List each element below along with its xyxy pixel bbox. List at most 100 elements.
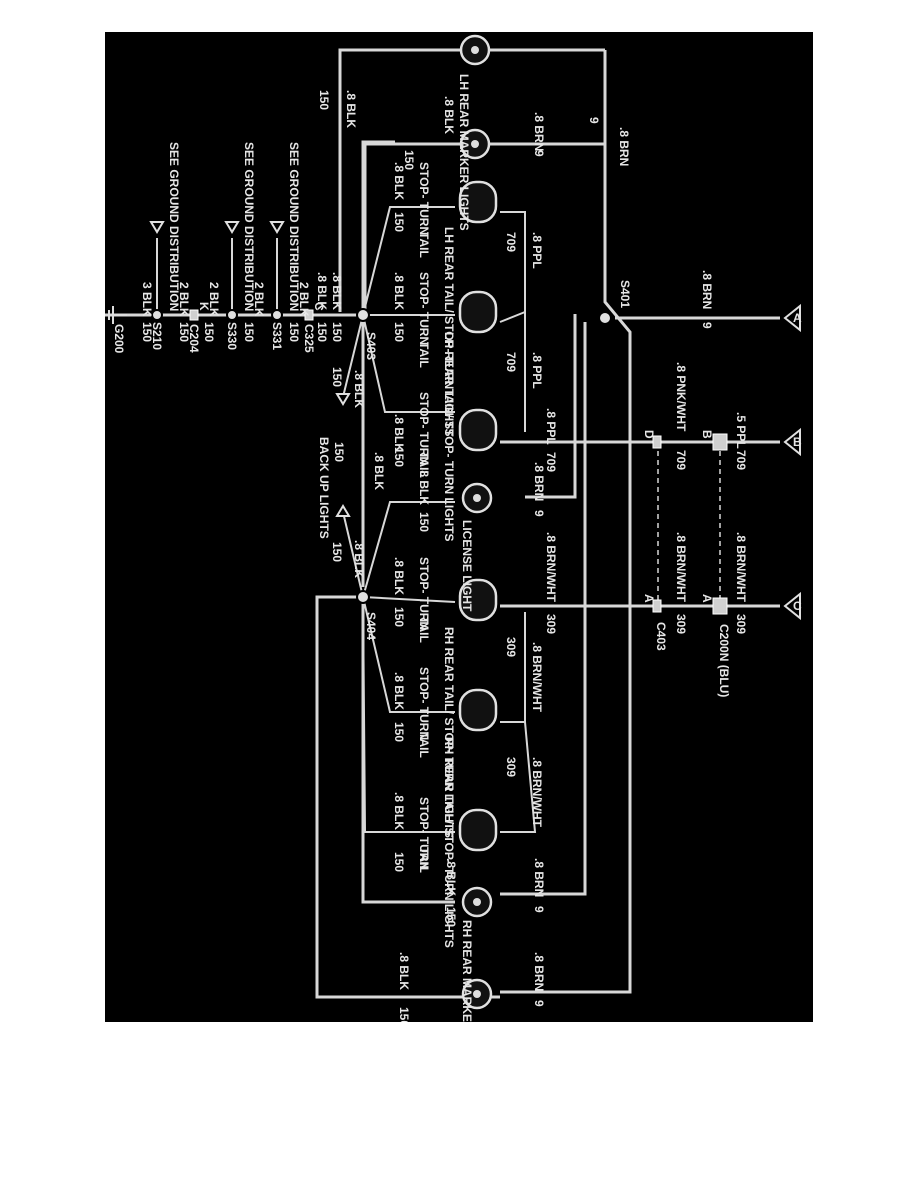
wire-brn-rh-marker xyxy=(500,322,587,896)
label-709-lh1: 709 xyxy=(504,232,518,252)
ground-dist-arrow-3 xyxy=(149,221,165,234)
label-blk-lh-t1: .8 BLK xyxy=(392,162,406,200)
svg-text:C: C xyxy=(793,599,802,613)
label-blk-lh-t3: .8 BLK xyxy=(392,414,406,452)
label-blk-rh-t3: .8 BLK xyxy=(392,792,406,830)
label-pin-k: K xyxy=(197,302,211,311)
backup-arrow-2 xyxy=(335,504,351,517)
label-brnwht-rh1: .8 BRN/WHT xyxy=(530,642,544,713)
wire-blk-license xyxy=(362,501,455,598)
label-license: LICENSE LIGHT xyxy=(460,520,474,612)
feed-c-triangle: C xyxy=(783,591,802,621)
label-s331: S331 xyxy=(270,322,284,350)
wire-blk-rh-tail-1 xyxy=(362,596,455,713)
label-150-c204: 150 xyxy=(202,322,216,342)
label-150-lh-t1: 150 xyxy=(392,212,406,232)
label-blk-top: .8 BLK xyxy=(344,90,358,128)
wire-blk-rh-marker xyxy=(361,597,455,904)
wire-309-rh1 xyxy=(500,612,526,723)
lamp-rh-tail-1 xyxy=(458,578,498,622)
label-stop-turn-1: STOP- TURN xyxy=(417,162,431,235)
label-brnwht-mid: .8 BRN/WHT xyxy=(544,532,558,603)
lamp-rh-tail-3 xyxy=(458,808,498,852)
wire-309-rh2 xyxy=(500,721,537,833)
label-rh-tail-2: RH REAR TAIL/ STOP- TURN LIGHTS xyxy=(442,737,456,948)
lamp-rh-tail-2 xyxy=(458,688,498,732)
label-309-rh2: 309 xyxy=(504,757,518,777)
label-ppl-5: .5 PPL xyxy=(734,412,748,449)
label-150-rh-t1: 150 xyxy=(392,607,406,627)
label-2blk-s210: 2 BLK xyxy=(177,282,191,317)
label-stop-turn-6: STOP- TURN xyxy=(417,797,431,870)
wire-blk-backup xyxy=(342,314,364,398)
label-2blk-c204: 2 BLK xyxy=(207,282,221,317)
label-lh-tail-2: LH REAR TAIL/ STOP- TURN LIGHTS xyxy=(442,332,456,542)
wire-brn-9-lh xyxy=(363,142,605,317)
label-150-top: 150 xyxy=(317,90,331,110)
connector-c325 xyxy=(304,309,314,321)
label-blk-lh: .8 BLK xyxy=(442,96,456,134)
label-brn-rh: .8 BRN xyxy=(532,858,546,897)
wire-brn-license xyxy=(525,314,577,499)
ground-dist-arrow-1 xyxy=(269,221,285,234)
label-150-backup-2: 150 xyxy=(332,442,346,462)
label-blk-lh-t2: .8 BLK xyxy=(392,272,406,310)
label-9-top: 9 xyxy=(587,117,601,124)
label-150-rh-t3: 150 xyxy=(392,852,406,872)
label-9-s401: 9 xyxy=(700,322,714,329)
label-tail-3: TAIL xyxy=(417,452,431,478)
svg-text:B: B xyxy=(793,435,802,449)
label-blk-rh-t1: .8 BLK xyxy=(392,557,406,595)
label-brnwht-c403: .8 BRN/WHT xyxy=(674,532,688,603)
wire-brn-outer-right xyxy=(500,50,632,994)
label-9-rh2: 9 xyxy=(532,1000,546,1007)
label-709-lh3: 709 xyxy=(544,452,558,472)
lamp-license xyxy=(461,482,493,514)
label-tail-5: TAIL xyxy=(417,732,431,758)
lamp-lh-tail-1 xyxy=(458,180,498,224)
label-2blk-s331: 2 BLK xyxy=(297,282,311,317)
lamp-lh-tail-2 xyxy=(458,290,498,334)
label-ground-ref-2: SEE GROUND DISTRIBUTION xyxy=(242,142,256,311)
label-2blk-s330: 2 BLK xyxy=(252,282,266,317)
splice-s404-dot xyxy=(356,590,370,604)
backup-arrow-1 xyxy=(335,393,351,406)
label-150-backup-3: 150 xyxy=(330,542,344,562)
label-pin-c: C xyxy=(312,302,326,311)
wire-blk-rh-tail-3 xyxy=(362,596,456,603)
ground-g200-symbol xyxy=(108,306,127,324)
label-9-rh: 9 xyxy=(532,906,546,913)
label-blk-license: .8 BLK xyxy=(417,467,431,505)
label-brn-lh: .8 BRN xyxy=(532,112,546,151)
label-ppl-lh1: .8 PPL xyxy=(530,232,544,269)
label-c325: C325 xyxy=(302,324,316,353)
lamp-rh-marker-2 xyxy=(461,978,493,1010)
connector-c204 xyxy=(189,309,199,321)
label-brn-license: .8 BRN xyxy=(532,462,546,501)
label-309-mid: 309 xyxy=(544,614,558,634)
wire-blk-backup-2 xyxy=(342,511,364,598)
label-709-c403: 709 xyxy=(674,450,688,470)
label-150-license: 150 xyxy=(417,512,431,532)
label-s330: S330 xyxy=(225,322,239,350)
label-150-s210: 150 xyxy=(177,322,191,342)
label-backup: BACK UP LIGHTS xyxy=(317,437,331,539)
label-blk-backup-2: .8 BLK xyxy=(372,452,386,490)
label-150-s331: 150 xyxy=(287,322,301,342)
lamp-lh-tail-3 xyxy=(458,408,498,452)
wiring-diagram: A B C LH REAR MARKER LIGHTS LH REAR TAIL… xyxy=(105,34,802,1022)
label-ground-ref-3: SEE GROUND DISTRIBUTION xyxy=(167,142,181,311)
label-brnwht-rh2: .8 BRN/WHT xyxy=(530,757,544,828)
label-stop-turn-5: STOP- TURN xyxy=(417,667,431,740)
wire-brn-marker-loop xyxy=(338,48,605,312)
label-s401: S401 xyxy=(618,280,632,308)
label-lh-marker: LH REAR MARKER LIGHTS xyxy=(457,74,471,231)
label-150-rh-t2: 150 xyxy=(392,722,406,742)
label-pin-a-1: A xyxy=(700,594,714,603)
svg-text:A: A xyxy=(793,311,802,325)
label-709-feed: 709 xyxy=(734,450,748,470)
label-stop-turn-4: STOP- TURN xyxy=(417,557,431,630)
label-ppl-lh3: .8 PPL xyxy=(544,408,558,445)
wire-blk-s403-bus xyxy=(361,140,395,315)
label-blk-backup-1: .8 BLK xyxy=(352,370,366,408)
